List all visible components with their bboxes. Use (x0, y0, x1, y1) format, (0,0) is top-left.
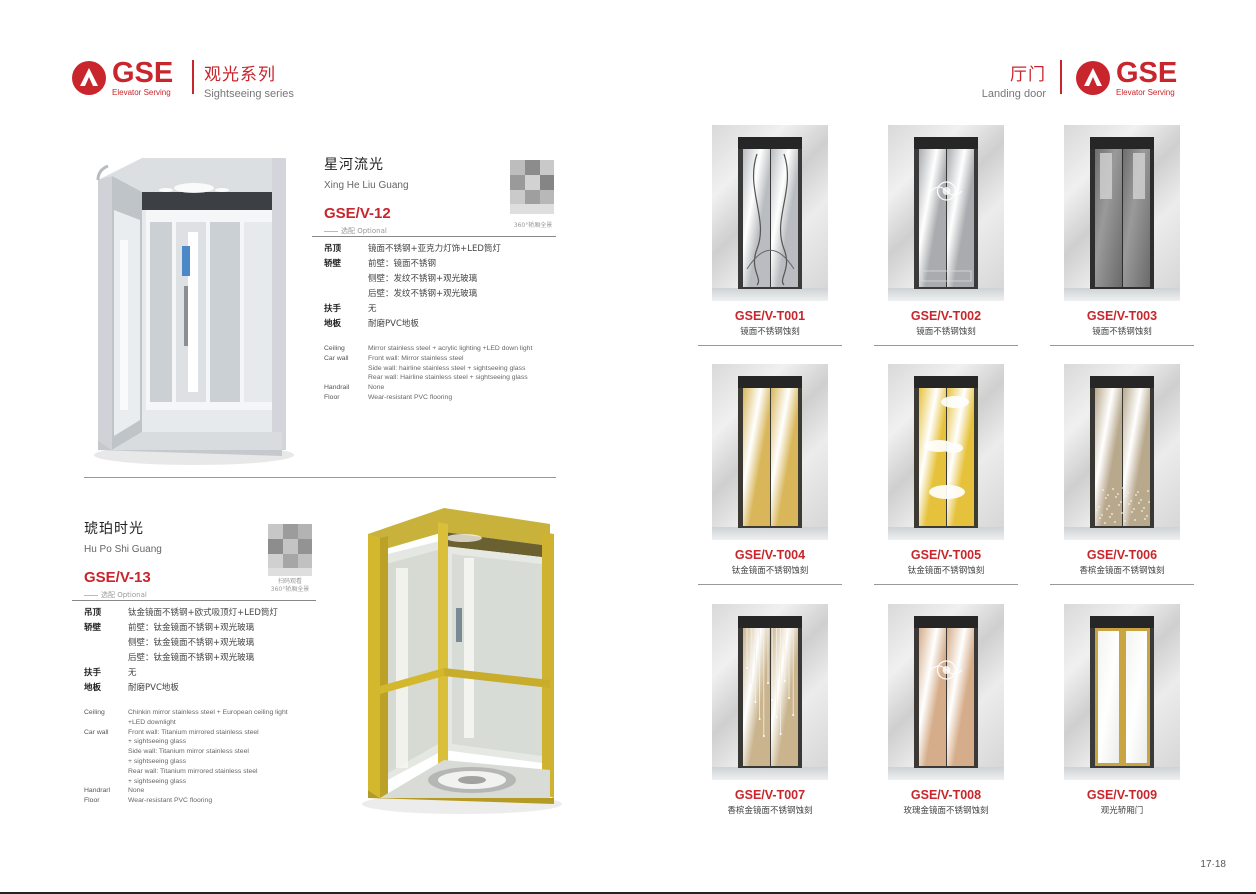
qr-caption: 扫码观看 360°轿厢全景 (262, 578, 318, 593)
door-motif (746, 153, 795, 286)
door-code: GSE/V-T002 (910, 309, 982, 323)
door-rule (874, 345, 1018, 346)
door-motif (921, 181, 972, 282)
brand-tagline: Elevator Serving (112, 88, 171, 97)
cabin-render-xing-he-liu-guang (94, 158, 294, 465)
door-image (888, 604, 1004, 780)
qr-code-placeholder (510, 160, 554, 214)
door-motif (924, 396, 969, 499)
door-description: 玫瑰金镜面不锈钢蚀刻 (903, 806, 989, 816)
landing-door-title-cn: 厅门 (1010, 65, 1046, 85)
door-image (712, 604, 828, 780)
door-rule (874, 584, 1018, 585)
door-tile: GSE/V-T001 镜面不锈钢蚀刻 (698, 125, 842, 346)
door-rule (698, 584, 842, 585)
door-code: GSE/V-T004 (734, 548, 806, 562)
product-code: GSE/V-12 (324, 205, 391, 222)
door-image (888, 364, 1004, 540)
brand-tagline: Elevator Serving (1116, 88, 1175, 97)
door-motif (746, 628, 795, 737)
door-motif (1121, 628, 1124, 766)
door-description: 镜面不锈钢蚀刻 (740, 327, 800, 337)
door-image (1064, 125, 1180, 301)
optional-label: 选配 Optional (84, 590, 162, 600)
product-name-en: Xing He Liu Guang (324, 180, 409, 191)
door-tile: GSE/V-T009 观光轿厢门 (1050, 604, 1194, 816)
product-name-cn: 星河流光 (324, 157, 384, 173)
door-motif (1095, 487, 1150, 524)
qr-caption-line-1: 扫码观看 (277, 578, 302, 585)
qr-code-placeholder (268, 524, 312, 576)
door-description: 镜面不锈钢蚀刻 (916, 327, 976, 337)
door-tile: GSE/V-T008 玫瑰金镜面不锈钢蚀刻 (874, 604, 1018, 816)
door-code: GSE/V-T006 (1086, 548, 1158, 562)
door-description: 钛金镜面不锈钢蚀刻 (907, 566, 985, 576)
door-description: 镜面不锈钢蚀刻 (1092, 327, 1152, 337)
door-code: GSE/V-T001 (734, 309, 806, 323)
door-tile: GSE/V-T003 镜面不锈钢蚀刻 (1050, 125, 1194, 346)
door-code: GSE/V-T009 (1086, 788, 1158, 802)
door-motif (1100, 153, 1145, 199)
series-title-cn: 观光系列 (204, 65, 276, 85)
brand-name: GSE (112, 57, 174, 89)
landing-door-title-en: Landing door (981, 88, 1046, 100)
qr-caption-line-2: 360°轿厢全景 (270, 585, 310, 593)
spec-rule (72, 600, 316, 601)
door-tile: GSE/V-T002 镜面不锈钢蚀刻 (874, 125, 1018, 346)
right-header-title: 厅门 Landing door (964, 60, 1046, 100)
product-name-en: Hu Po Shi Guang (84, 544, 162, 555)
door-tile: GSE/V-T007 香槟金镜面不锈钢蚀刻 (698, 604, 842, 816)
brand-logo-left: GSE Elevator Serving (72, 59, 173, 97)
spec-list-cn-1: 吊顶镜面不锈钢+亚克力灯饰+LED筒灯 轿壁前壁：镜面不锈钢 侧壁：发纹不锈钢+… (324, 244, 501, 329)
door-tile: GSE/V-T006 香槟金镜面不锈钢蚀刻 (1050, 364, 1194, 585)
brand-name: GSE (1116, 57, 1178, 89)
spec-rule (312, 236, 556, 237)
gse-logo-icon (1076, 61, 1110, 95)
door-code: GSE/V-T005 (910, 548, 982, 562)
door-tile: GSE/V-T005 钛金镜面不锈钢蚀刻 (874, 364, 1018, 585)
door-description: 观光轿厢门 (1100, 806, 1144, 816)
product-1-header: 星河流光 Xing He Liu Guang GSE/V-12 选配 Optio… (324, 154, 409, 236)
door-code: GSE/V-T007 (734, 788, 806, 802)
door-description: 香槟金镜面不锈钢蚀刻 (727, 806, 813, 816)
spec-list-cn-2: 吊顶钛金镜面不锈钢+欧式吸顶灯+LED筒灯 轿壁前壁：钛金镜面不锈钢+观光玻璃 … (84, 608, 278, 693)
door-description: 钛金镜面不锈钢蚀刻 (731, 566, 809, 576)
gse-logo-icon (72, 61, 106, 95)
door-image (1064, 364, 1180, 540)
door-image (712, 125, 828, 301)
product-name-cn: 琥珀时光 (84, 521, 144, 537)
door-tile: GSE/V-T004 钛金镜面不锈钢蚀刻 (698, 364, 842, 585)
header-divider (192, 60, 194, 94)
page-number: 17·18 (1200, 859, 1226, 870)
header-divider-right (1060, 60, 1062, 94)
door-motif (930, 660, 963, 680)
bottom-rule (0, 892, 1256, 894)
door-image (888, 125, 1004, 301)
door-rule (1050, 584, 1194, 585)
product-2-header: 琥珀时光 Hu Po Shi Guang GSE/V-13 选配 Optiona… (84, 518, 162, 600)
cabin-render-hu-po-shi-guang (362, 508, 562, 814)
door-code: GSE/V-T003 (1086, 309, 1158, 323)
section-divider (84, 477, 556, 478)
series-title-en: Sightseeing series (204, 88, 294, 100)
brand-logo-right: GSE Elevator Serving (1076, 59, 1177, 97)
door-image (712, 364, 828, 540)
door-code: GSE/V-T008 (910, 788, 982, 802)
product-code: GSE/V-13 (84, 569, 151, 586)
door-rule (1050, 345, 1194, 346)
door-image (1064, 604, 1180, 780)
door-rule (698, 345, 842, 346)
door-motif (743, 388, 798, 526)
qr-caption: 360°轿厢全景 (513, 222, 553, 229)
optional-label: 选配 Optional (324, 226, 409, 236)
left-header-title: 观光系列 Sightseeing series (204, 60, 294, 100)
door-description: 香槟金镜面不锈钢蚀刻 (1079, 566, 1165, 576)
